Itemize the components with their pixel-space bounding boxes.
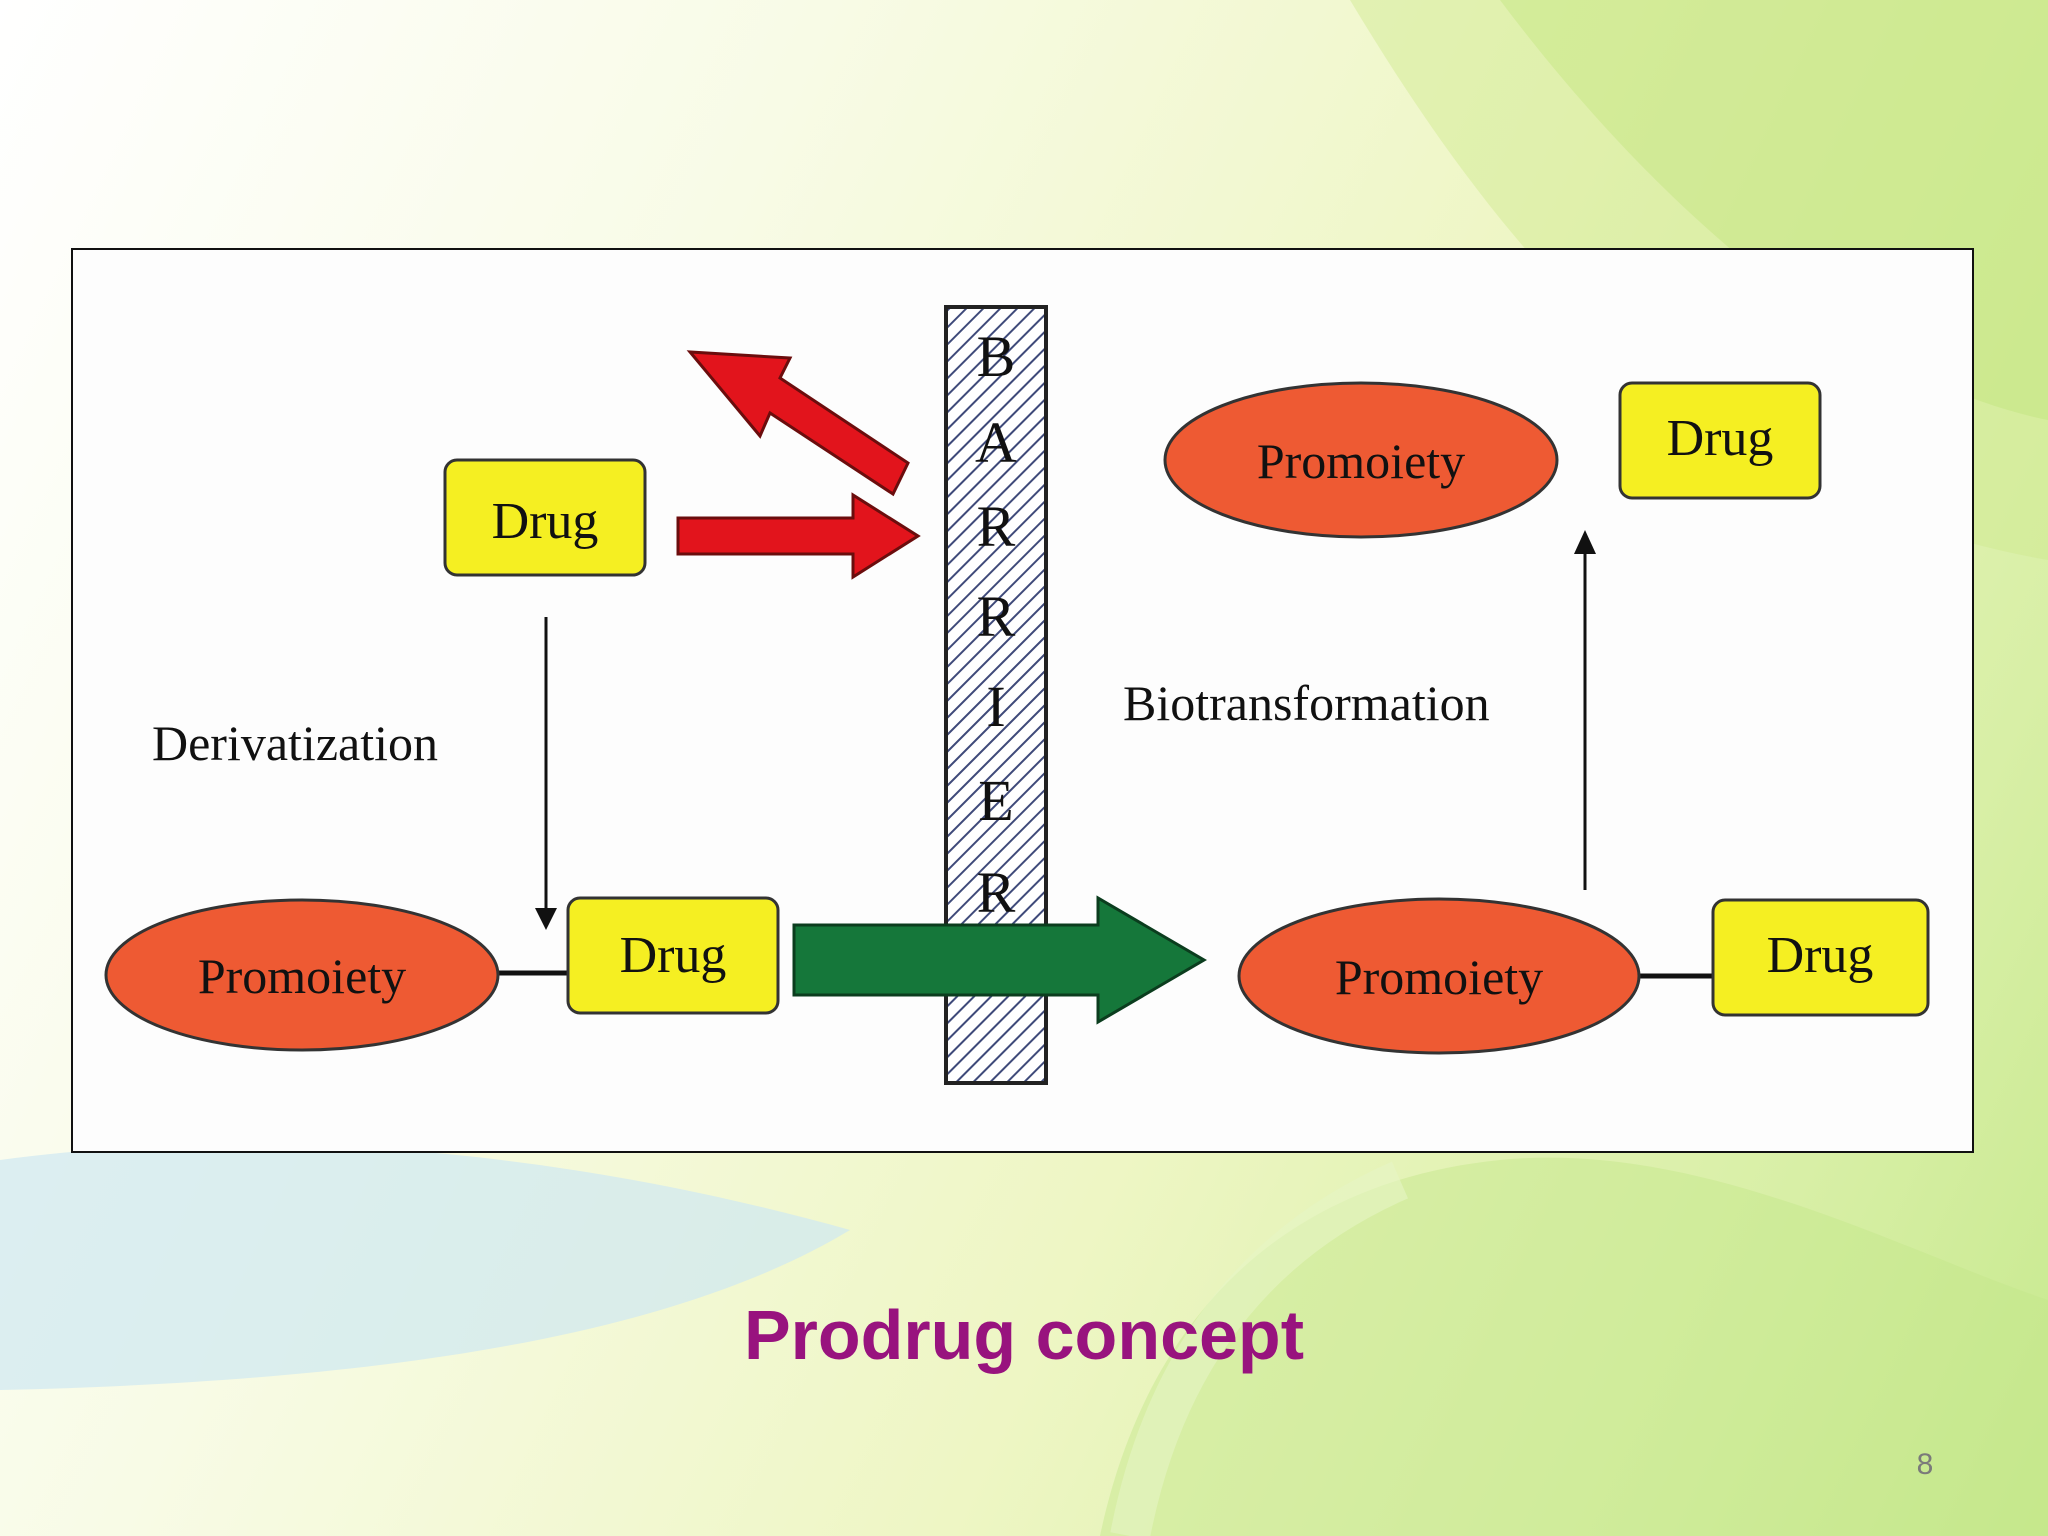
promoiety-ellipse-prodrug: Promoiety xyxy=(104,898,500,1052)
drug-box-released: Drug xyxy=(1618,381,1822,500)
drug-box-prodrug: Drug xyxy=(566,896,780,1015)
barrier-letter: R xyxy=(977,494,1016,559)
biotransformation-arrow-head xyxy=(1574,530,1596,554)
blocked-arrow-straight xyxy=(676,492,921,580)
biotransformation-label: Biotransformation xyxy=(1123,675,1490,731)
drug-label: Drug xyxy=(1767,927,1874,984)
drug-label: Drug xyxy=(492,493,599,550)
barrier-letter: E xyxy=(978,768,1013,833)
slide-title: Prodrug concept xyxy=(743,1296,1305,1374)
promoiety-label: Promoiety xyxy=(1257,433,1465,489)
drug-box-parent: Drug xyxy=(443,458,647,577)
drug-label: Drug xyxy=(620,927,727,984)
barrier-letter: A xyxy=(975,410,1017,475)
blocked-arrow-deflected xyxy=(686,350,910,497)
derivatization-label: Derivatization xyxy=(152,715,438,771)
drug-box-crossed: Drug xyxy=(1711,898,1930,1017)
promoiety-label: Promoiety xyxy=(198,948,406,1004)
promoiety-ellipse-crossed: Promoiety xyxy=(1237,897,1641,1055)
pass-arrow xyxy=(792,895,1207,1025)
barrier-letter: I xyxy=(986,674,1005,739)
drug-label: Drug xyxy=(1667,410,1774,467)
promoiety-label: Promoiety xyxy=(1335,949,1543,1005)
barrier-letters: B A R R I E R xyxy=(975,324,1017,925)
prodrug-diagram: B A R R I E R Drug Promoiety xyxy=(71,248,1974,1153)
barrier-letter: B xyxy=(977,324,1016,389)
promoiety-ellipse-released: Promoiety xyxy=(1163,381,1559,539)
page-number: 8 xyxy=(1916,1448,1934,1481)
barrier-letter: R xyxy=(977,584,1016,649)
derivatization-arrow-head xyxy=(535,908,557,930)
barrier-letter: R xyxy=(977,860,1016,925)
